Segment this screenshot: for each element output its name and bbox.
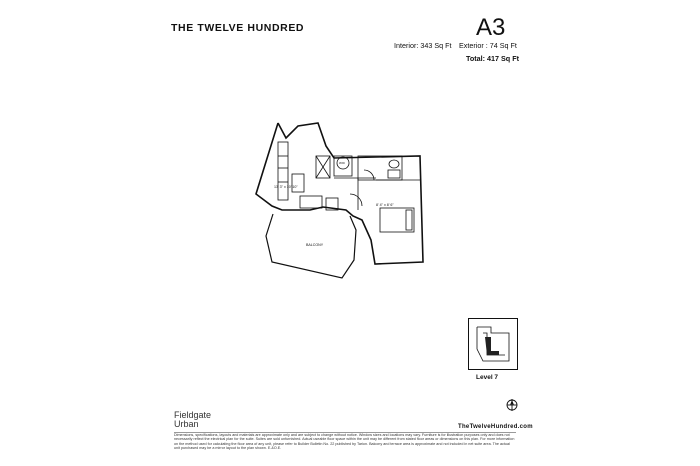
disclaimer-text: Dimensions, specifications, layouts and … <box>174 433 515 451</box>
living-dimension: 13' 3" x 10' 10" <box>274 185 298 189</box>
bedroom-bed <box>379 207 415 233</box>
website-link[interactable]: TheTwelveHundred.com <box>458 424 533 430</box>
key-plan <box>468 318 518 370</box>
logo-line-2: Urban <box>174 419 199 429</box>
washer-dryer-label: W/D <box>339 161 346 165</box>
logo-line-1: Fieldgate <box>174 410 212 420</box>
unit-name: A3 <box>476 14 506 41</box>
north-arrow-icon <box>506 399 518 411</box>
sofa <box>299 195 323 209</box>
floor-plan: 13' 3" x 10' 10" 8' 4" x 8' 6" BALCONY W… <box>255 122 424 279</box>
level-label: Level 7 <box>476 374 499 381</box>
balcony-label: BALCONY <box>306 243 324 247</box>
kitchen-counter <box>277 141 289 201</box>
developer-logo: Fieldgate Urban <box>174 411 211 429</box>
footer-divider <box>174 432 516 433</box>
exterior-wall <box>255 122 424 265</box>
dining-table <box>291 173 305 193</box>
bedroom-dimension: 8' 4" x 8' 6" <box>376 203 394 207</box>
balcony-outline <box>265 213 357 279</box>
exterior-area: Exterior : 74 Sq Ft <box>459 41 517 50</box>
total-area: Total: 417 Sq Ft <box>466 54 519 63</box>
project-title: THE TWELVE HUNDRED <box>171 22 305 34</box>
armchair <box>325 197 339 211</box>
closet <box>315 155 331 179</box>
interior-area: Interior: 343 Sq Ft <box>394 41 452 50</box>
washer-dryer <box>336 156 350 170</box>
